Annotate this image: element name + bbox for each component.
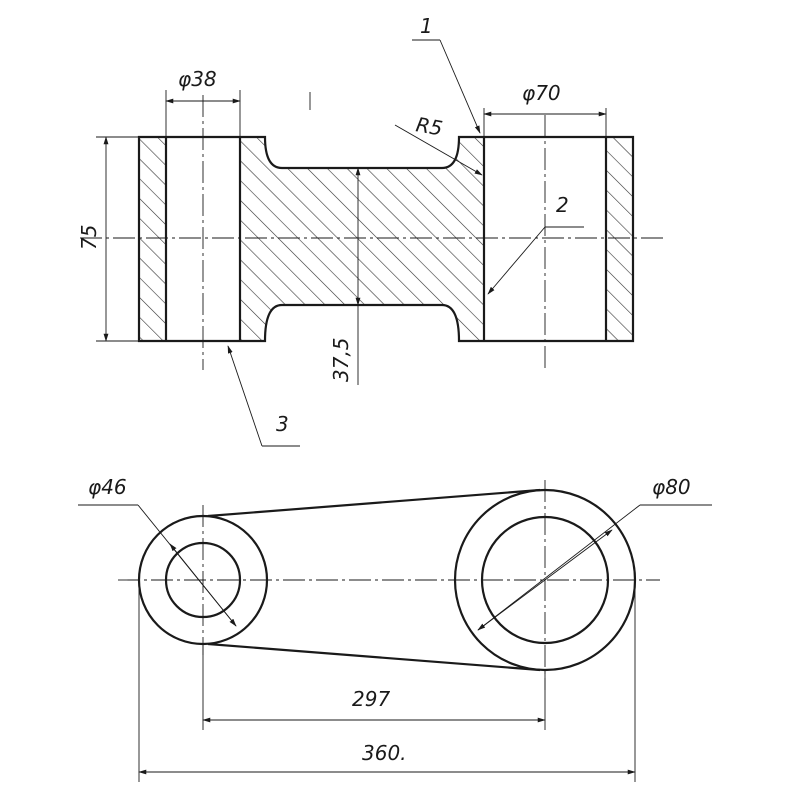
dimension-dia-small-bore [165, 90, 241, 137]
callout-3-leader [227, 345, 300, 447]
dimension-height-total [96, 136, 139, 342]
dimension-dia-small-boss [78, 504, 237, 627]
plan-centerlines [118, 480, 660, 690]
section-outline [137, 135, 635, 343]
label-dia-small-bore: φ38 [178, 67, 217, 91]
label-dia-large-bore: φ70 [522, 81, 561, 105]
label-overall-length: 360. [362, 741, 407, 765]
label-dia-large-boss: φ80 [652, 475, 691, 499]
plan-view [78, 480, 712, 782]
arm-bottom-edge [207, 642, 541, 672]
label-web-thickness: 37,5 [329, 337, 353, 382]
label-callout-3: 3 [276, 412, 289, 436]
callout-2-leader [487, 226, 584, 295]
label-callout-2: 2 [556, 193, 569, 217]
section-hatching [139, 137, 633, 341]
label-callout-1: 1 [420, 14, 433, 38]
dimension-center-distance [202, 644, 546, 730]
label-dia-small-boss: φ46 [88, 475, 127, 499]
label-center-distance: 297 [352, 687, 390, 711]
callout-1-leader [412, 39, 481, 134]
section-centerlines [80, 92, 665, 370]
dimension-dia-large-boss [477, 504, 712, 631]
dimension-overall-length [138, 580, 636, 782]
fillet-leader [394, 124, 483, 176]
dimension-dia-large-bore [483, 108, 607, 137]
arm-top-edge [207, 488, 541, 518]
label-height-total: 75 [77, 225, 101, 250]
section-view [80, 39, 665, 447]
label-fillet-radius: R5 [414, 112, 444, 140]
